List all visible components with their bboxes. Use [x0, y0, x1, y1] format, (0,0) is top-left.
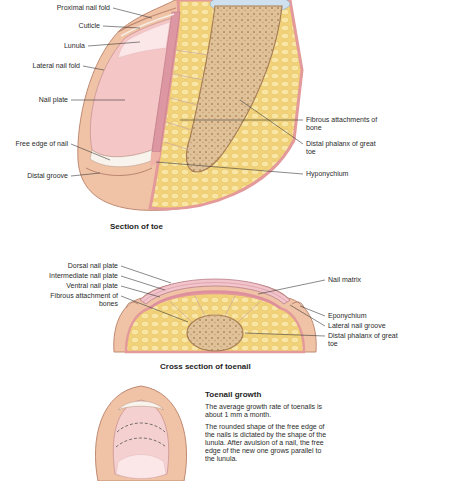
part-label: Fibrous attachments of bone	[306, 116, 386, 132]
part-label: Intermediate nail plate	[49, 272, 118, 280]
part-label: Eponychium	[328, 312, 367, 320]
toe-section	[78, 0, 302, 210]
note-text: The average growth rate of toenails is a…	[205, 403, 330, 419]
figure-caption: Cross section of toenail	[160, 362, 251, 371]
part-label: Ventral nail plate	[66, 282, 118, 290]
toenail-growth-view	[95, 386, 186, 481]
note-text: The rounded shape of the free edge of th…	[205, 423, 330, 463]
part-label: Free edge of nail	[15, 140, 68, 148]
part-label: Nail plate	[39, 96, 68, 104]
part-label: Lateral nail groove	[328, 322, 386, 330]
toenail-cross-section	[114, 279, 316, 352]
part-label: Fibrous attachment of bones	[46, 292, 118, 308]
part-label: Lateral nail fold	[33, 62, 80, 70]
part-label: Distal phalanx of great toe	[306, 140, 386, 156]
part-label: Dorsal nail plate	[68, 262, 118, 270]
part-label: Distal groove	[27, 172, 68, 180]
section-heading: Toenail growth	[205, 390, 330, 399]
part-label: Nail matrix	[328, 276, 361, 284]
part-label: Distal phalanx of great toe	[328, 332, 408, 348]
part-label: Proximal nail fold	[57, 4, 110, 12]
part-label: Hyponychium	[306, 170, 348, 178]
growth-note: Toenail growthThe average growth rate of…	[205, 390, 330, 467]
figure-caption: Section of toe	[110, 222, 163, 231]
part-label: Cuticle	[79, 22, 100, 30]
part-label: Lunula	[64, 42, 85, 50]
